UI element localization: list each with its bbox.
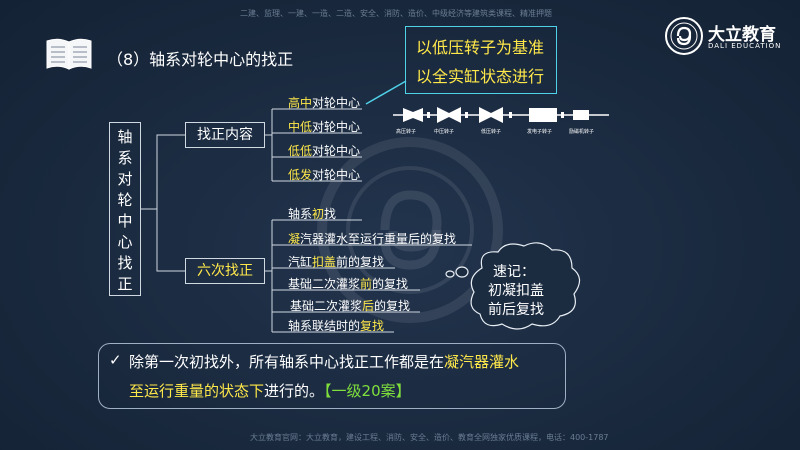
summary-box: ✓ 除第一次初找外，所有轴系中心找正工作都是在凝汽器灌水 至运行重量的状态下进行… [98, 343, 566, 409]
page-title: （8）轴系对轮中心的找正 [107, 50, 294, 69]
book-icon [46, 38, 92, 70]
main-topic-box: 轴 系 对 轮 中 心 找 正 [109, 122, 141, 296]
content-item: 低发对轮中心 [288, 168, 361, 182]
content-item: 高中对轮中心 [288, 96, 361, 110]
callout-line-2: 以全实缸状态进行 [416, 67, 545, 86]
callout-line-1: 以低压转子为基准 [416, 38, 545, 57]
content-item: 低低对轮中心 [288, 144, 361, 158]
brand-logo-icon [665, 17, 703, 55]
machine-label: 中压转子 [434, 129, 455, 135]
branch-box-content: 找正内容 [185, 122, 265, 148]
top-note: 二建、监理、一建、一造、二造、安全、消防、造价、中级经济等建筑类课程、精准押题 [240, 9, 552, 18]
watermark-logo [317, 137, 503, 323]
brand-name: 大立教育 [708, 25, 776, 45]
brand-subtitle: DALI EDUCATION [708, 42, 782, 50]
alignment-item: 基础二次灌浆后的复找 [290, 299, 411, 313]
summary-line-2: 至运行重量的状态下进行的。【一级20案】 [129, 382, 411, 400]
machine-label: 发电子转子 [527, 129, 553, 135]
check-icon: ✓ [109, 351, 122, 369]
alignment-item: 基础二次灌浆前的复找 [288, 277, 409, 291]
machine-label: 高压转子 [396, 129, 417, 135]
main-char: 中 [117, 212, 133, 230]
main-char: 对 [117, 170, 133, 188]
main-char: 轴 [117, 128, 133, 146]
alignment-item: 轴系初找 [288, 207, 337, 221]
machine-label: 低压转子 [481, 129, 502, 135]
alignment-item: 轴系联结时的复找 [288, 319, 385, 333]
branch-box-six-alignments: 六次找正 [185, 258, 265, 284]
main-char: 轮 [117, 191, 133, 209]
callout-box: 以低压转子为基准 以全实缸状态进行 [405, 26, 557, 94]
main-char: 找 [117, 254, 133, 272]
main-char: 心 [117, 233, 133, 251]
summary-line-1: 除第一次初找外，所有轴系中心找正工作都是在凝汽器灌水 [129, 353, 520, 371]
callout-pointer [365, 80, 407, 105]
alignment-item: 凝汽器灌水至运行重量后的复找 [288, 232, 457, 246]
cloud-line-1: 速记： [493, 264, 535, 280]
cloud-line-2: 初凝扣盖 [488, 283, 544, 299]
footer-note: 大立教育官网：大立教育，建设工程、消防、安全、造价、教育全网独家优质课程，电话：… [250, 433, 609, 442]
shaft-diagram [393, 107, 609, 123]
cloud-line-3: 前后复找 [488, 302, 544, 318]
machine-label: 励磁机转子 [569, 129, 595, 135]
main-char: 系 [117, 149, 133, 167]
content-item: 中低对轮中心 [288, 120, 361, 134]
alignment-item: 汽缸扣盖前的复找 [288, 255, 385, 269]
memory-cloud [445, 242, 581, 330]
main-char: 正 [117, 275, 133, 293]
